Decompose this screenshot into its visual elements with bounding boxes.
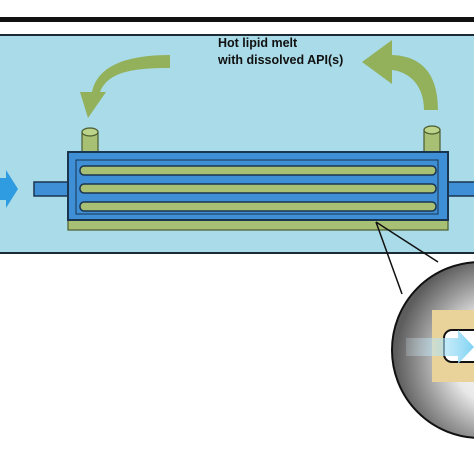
shell-inner-outline [75, 159, 439, 215]
inlet-flow-arrow [0, 170, 18, 208]
annotation-line-2: with dissolved API(s) [217, 53, 343, 67]
melt-flow-arrow-left [80, 55, 170, 118]
inlet-pipe [33, 181, 69, 197]
inner-tube-1 [79, 165, 437, 176]
zoom-leader-2 [375, 221, 439, 263]
outlet-pipe [445, 181, 474, 197]
zoom-flow-arrow [406, 330, 474, 364]
annotation-line-1: Hot lipid melt [218, 36, 298, 50]
melt-flow-arrow [362, 40, 438, 110]
top-divider-bar [0, 17, 474, 22]
inner-tube-2 [79, 183, 437, 194]
inner-tube-3 [79, 201, 437, 212]
left-nozzle-top [81, 127, 99, 137]
zoom-leader-1 [375, 221, 403, 295]
right-nozzle-top [423, 125, 441, 135]
